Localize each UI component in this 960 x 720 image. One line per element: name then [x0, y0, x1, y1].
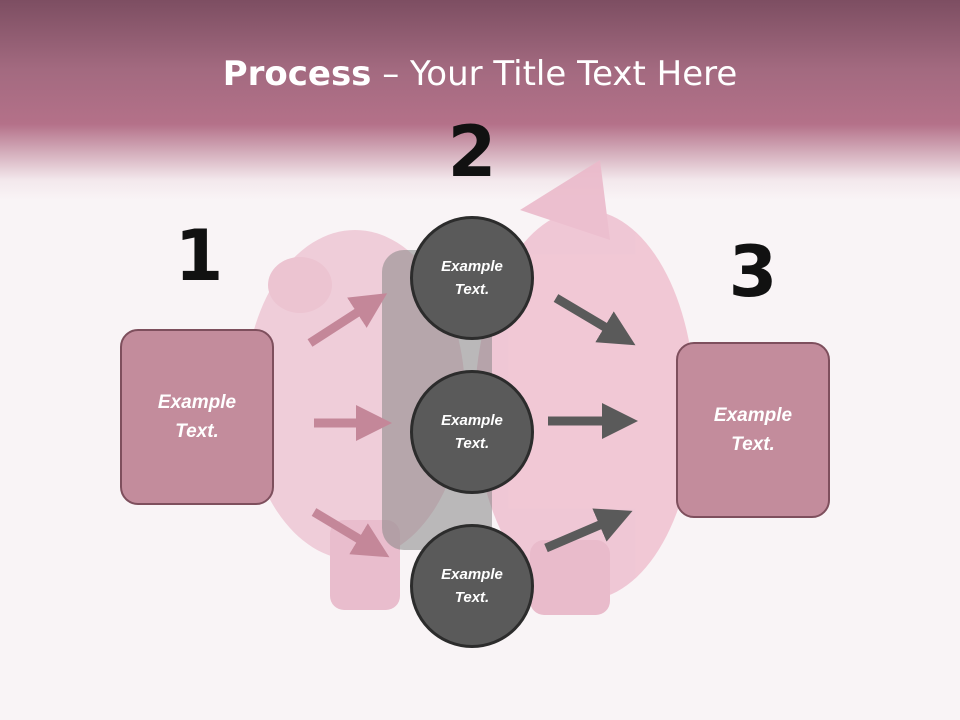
step-number-3: 3	[728, 231, 778, 313]
process-circle-3: Example Text.	[410, 524, 534, 648]
process-circle-1: Example Text.	[410, 216, 534, 340]
arrow-left-top	[307, 293, 388, 347]
step-box-3-text: Example Text.	[713, 405, 793, 455]
process-circle-2-text: Example Text.	[441, 412, 503, 452]
arrow-right-bottom	[544, 508, 633, 553]
arrow-left-bottom	[311, 508, 390, 558]
step-number-2: 2	[447, 111, 497, 193]
step-number-1: 1	[174, 215, 224, 297]
step-box-1-text: Example Text.	[157, 392, 237, 442]
step-box-1: Example Text.	[120, 329, 274, 505]
title-bold: Process	[222, 54, 372, 94]
step-box-3: Example Text.	[676, 342, 830, 518]
page-title: Process – Your Title Text Here	[0, 52, 960, 96]
process-circle-1-text: Example Text.	[441, 258, 503, 298]
arrow-right-top	[553, 294, 636, 346]
process-circle-2: Example Text.	[410, 370, 534, 494]
title-rest: – Your Title Text Here	[371, 54, 738, 94]
process-circle-3-text: Example Text.	[441, 566, 503, 606]
title-banner	[0, 0, 960, 200]
